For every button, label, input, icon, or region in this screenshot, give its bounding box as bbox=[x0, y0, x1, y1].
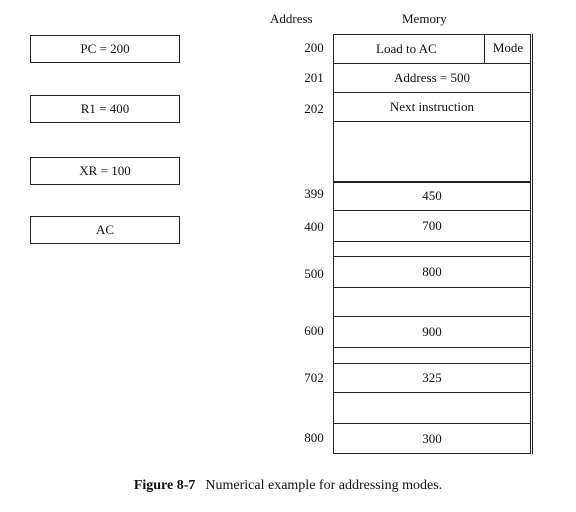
instruction-mode: Mode bbox=[492, 40, 524, 55]
memory-cell-600: 900 bbox=[333, 316, 531, 348]
value-399: 450 bbox=[422, 188, 442, 203]
address-202: 202 bbox=[304, 101, 324, 116]
figure-caption: Figure 8-7 Numerical example for addressi… bbox=[0, 478, 576, 494]
memory-gap-4 bbox=[333, 347, 531, 364]
address-600: 600 bbox=[304, 323, 324, 338]
register-pc: PC = 200 bbox=[30, 35, 180, 63]
figure-text: Numerical example for addressing modes. bbox=[205, 478, 443, 493]
register-pc-label: PC = 200 bbox=[80, 41, 130, 56]
instruction-next: Next instruction bbox=[389, 99, 475, 114]
memory-cell-400: 700 bbox=[333, 210, 531, 242]
address-400: 400 bbox=[304, 219, 324, 234]
address-500: 500 bbox=[304, 266, 324, 281]
value-702: 325 bbox=[422, 370, 442, 385]
address-header: Address bbox=[270, 11, 313, 26]
register-ac-label: AC bbox=[95, 222, 115, 237]
memory-gap-5 bbox=[333, 392, 531, 424]
memory-cell-500: 800 bbox=[333, 256, 531, 288]
memory-header: Memory bbox=[402, 11, 447, 26]
memory-cell-702: 325 bbox=[333, 363, 531, 393]
memory-gap-1 bbox=[333, 121, 531, 183]
address-800: 800 bbox=[304, 430, 324, 445]
value-600: 900 bbox=[422, 324, 442, 339]
register-xr-label: XR = 100 bbox=[79, 163, 131, 178]
register-r1-label: R1 = 400 bbox=[80, 101, 130, 116]
instruction-address-word: Address = 500 bbox=[394, 70, 470, 85]
memory-gap-3 bbox=[333, 287, 531, 317]
address-200: 200 bbox=[304, 40, 324, 55]
mode-divider bbox=[484, 34, 485, 63]
figure-label: Figure 8-7 bbox=[133, 478, 196, 493]
address-702: 702 bbox=[304, 370, 324, 385]
value-400: 700 bbox=[422, 218, 442, 233]
value-800: 300 bbox=[422, 430, 442, 446]
memory-cell-399: 450 bbox=[333, 181, 531, 211]
memory-cell-800: 300 bbox=[333, 423, 531, 454]
register-r1: R1 = 400 bbox=[30, 95, 180, 123]
register-ac: AC bbox=[30, 216, 180, 244]
memory-cell-201: Address = 500 bbox=[333, 63, 531, 93]
instruction-op: Load to AC bbox=[376, 41, 437, 56]
memory-gap-2 bbox=[333, 241, 531, 257]
memory-cell-202: Next instruction bbox=[333, 92, 531, 122]
value-500: 800 bbox=[422, 264, 442, 279]
address-201: 201 bbox=[304, 70, 324, 85]
address-399: 399 bbox=[304, 186, 324, 201]
register-xr: XR = 100 bbox=[30, 157, 180, 185]
